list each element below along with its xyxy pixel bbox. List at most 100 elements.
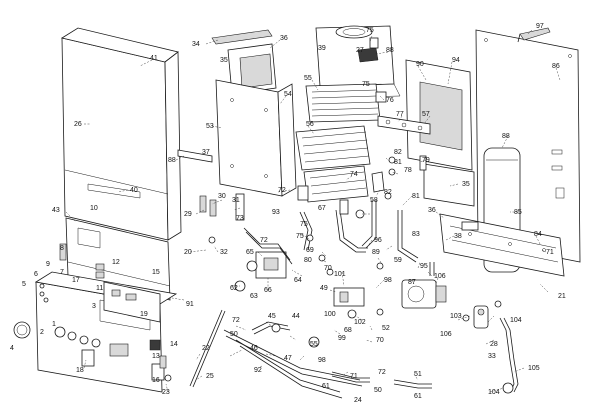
callout-label: 55 [310,341,318,348]
callout-label: 14 [170,341,178,348]
callout-label: 105 [528,365,540,372]
callout-label: 68 [344,327,352,334]
callout-label: 82 [384,189,392,196]
callout-label: 82 [394,149,402,156]
callout-label: 32 [220,249,228,256]
callout-label: 35 [220,57,228,64]
callout-label: 61 [414,393,422,400]
callout-label: 54 [284,91,292,98]
callout-label: 30 [218,193,226,200]
callout-label: 58 [370,197,378,204]
callout-label: 80 [304,257,312,264]
callout-label: 16 [152,377,160,384]
callout-label: 73 [236,215,244,222]
callout-label: 39 [318,45,326,52]
callout-label: 49 [320,285,328,292]
callout-label: 74 [350,171,358,178]
callout-label: 9 [46,261,50,268]
callout-label: 81 [412,193,420,200]
callout-label: 63 [250,293,258,300]
callout-label: 38 [454,233,462,240]
callout-label: 79 [422,157,430,164]
callout-label: 37 [202,149,210,156]
callout-label: 75 [362,81,370,88]
callout-label: 21 [558,293,566,300]
callout-label: 6 [34,271,38,278]
pump [401,279,447,309]
fan-hood [313,25,401,99]
callout-labels: 97 34 36 41 39 75 27 88 35 90 94 86 55 7… [10,23,566,404]
callout-label: 55 [304,75,312,82]
lower-pipework [223,321,363,399]
wall-bracket [517,27,551,43]
callout-label: 61 [322,383,330,390]
callout-label: 7 [60,269,64,276]
callout-label: 18 [76,367,84,374]
callout-label: 67 [318,205,326,212]
callout-label: 75 [366,27,374,34]
callout-label: 59 [394,257,402,264]
callout-label: 106 [434,273,446,280]
callout-label: 8 [60,245,64,252]
callout-label: 75 [296,233,304,240]
mounting-rod [189,309,226,388]
ignition-electrode [177,149,213,163]
callout-label: 103 [450,313,462,320]
callout-label: 50 [230,331,238,338]
callout-label: 12 [112,259,120,266]
callout-label: 13 [152,353,160,360]
gas-valve [234,251,287,292]
callout-label: 2 [40,329,44,336]
callout-label: 31 [232,197,240,204]
callout-label: 93 [272,209,280,216]
callout-label: 101 [334,271,346,278]
callout-label: 20 [184,249,192,256]
callout-label: 33 [488,353,496,360]
callout-label: 17 [72,277,80,284]
callout-label: 92 [254,367,262,374]
callout-label: 65 [246,249,254,256]
callout-label: 87 [408,279,416,286]
callout-label: 40 [130,187,138,194]
callout-label: 15 [152,269,160,276]
callout-label: 50 [374,387,382,394]
callout-label: 70 [376,337,384,344]
callout-label: 44 [292,313,300,320]
callout-label: 4 [10,345,14,352]
callout-label: 100 [324,311,336,318]
callout-label: 47 [284,355,292,362]
callout-label: 94 [452,57,460,64]
callout-label: 25 [206,373,214,380]
callout-label: 23 [162,389,170,396]
callout-label: 19 [140,311,148,318]
callout-label: 36 [280,35,288,42]
callout-label: 29 [184,211,192,218]
callout-label: 72 [232,317,240,324]
callout-label: 36 [428,207,436,214]
callout-label: 90 [416,61,424,68]
callout-label: 78 [404,167,412,174]
top-cover-plate [211,29,277,95]
callout-label: 104 [488,389,500,396]
drain-pipe [499,317,519,394]
callout-label: 95 [420,263,428,270]
callout-label: 102 [354,319,366,326]
callout-label: 75 [300,221,308,228]
callout-label: 24 [354,397,362,404]
callout-label: 26 [74,121,82,128]
callout-label: 89 [372,249,380,256]
callout-label: 52 [382,325,390,332]
callout-label: 72 [378,369,386,376]
callout-label: 72 [278,187,286,194]
side-panel-right [405,59,473,171]
fittings [39,155,502,382]
diverter-valve [333,287,365,319]
manifold [377,115,431,135]
callout-label: 1 [52,321,56,328]
callout-label: 11 [96,285,103,292]
burner-assembly [295,125,371,203]
callout-label: 83 [412,231,420,238]
chamber-side-panel [423,163,475,207]
